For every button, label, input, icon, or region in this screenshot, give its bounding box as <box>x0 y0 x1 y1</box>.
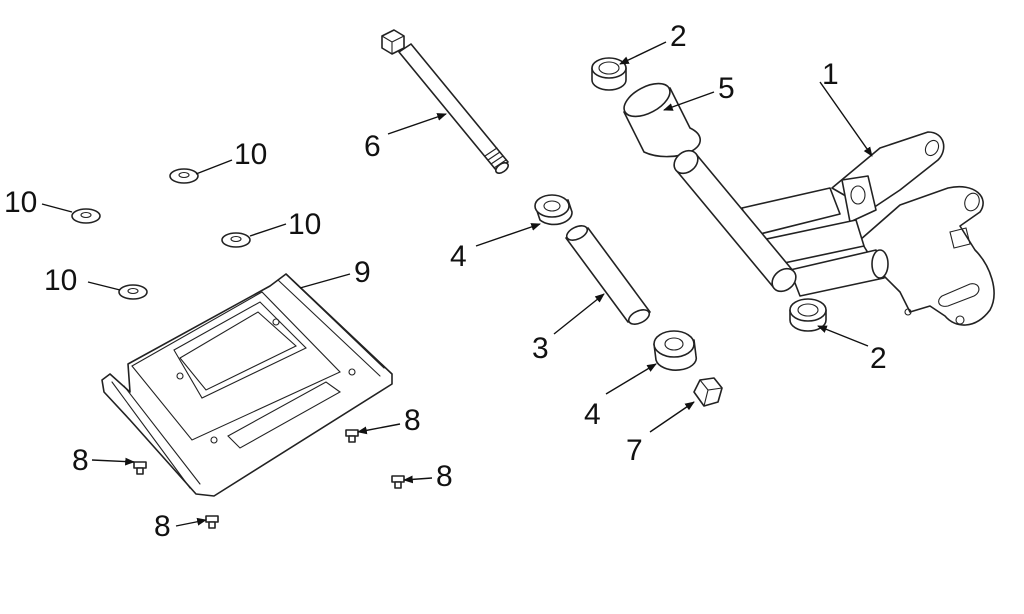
screw-part-8-b <box>345 429 359 443</box>
leader-4b <box>605 363 657 395</box>
screw-part-8-a <box>133 461 147 475</box>
callout-10-d: 10 <box>44 264 77 297</box>
callout-10-a: 10 <box>234 138 267 171</box>
leader-7 <box>649 401 695 433</box>
bolt-part-6 <box>381 29 509 174</box>
screw-part-8-c <box>391 475 405 489</box>
leader-2a <box>619 41 667 65</box>
leader-3 <box>553 293 605 335</box>
callout-1: 1 <box>822 58 839 91</box>
spacer-part-4-lower <box>653 330 698 371</box>
leader-10d <box>87 281 121 291</box>
callout-10-b: 10 <box>4 186 37 219</box>
callout-8-c: 8 <box>436 460 453 493</box>
leader-10c <box>249 223 287 237</box>
callout-8-b: 8 <box>404 404 421 437</box>
screw-part-8-d <box>205 515 219 529</box>
callout-6: 6 <box>364 130 381 163</box>
leader-8a <box>91 457 135 466</box>
callout-10-c: 10 <box>288 208 321 241</box>
skid-plate-part-9 <box>101 273 393 497</box>
callout-4-lower: 4 <box>584 398 601 431</box>
leader-1 <box>819 81 873 157</box>
swing-arm-part-1 <box>673 131 995 326</box>
washer-part-10-a <box>169 168 199 184</box>
leader-8c <box>403 475 433 484</box>
spacer-part-4-upper <box>534 194 573 226</box>
callout-5: 5 <box>718 72 735 105</box>
leader-8b <box>357 423 401 435</box>
sleeve-part-5 <box>623 82 701 158</box>
bushing-part-2-upper <box>591 57 627 91</box>
leader-5 <box>663 91 715 111</box>
pin-part-3 <box>565 225 651 325</box>
nut-part-7 <box>693 377 723 407</box>
callout-8-a: 8 <box>72 444 89 477</box>
callout-3: 3 <box>532 332 549 365</box>
washer-part-10-c <box>221 232 251 248</box>
leader-8d <box>175 517 207 527</box>
leader-lines <box>41 41 873 527</box>
callout-8-d: 8 <box>154 510 171 543</box>
callout-7: 7 <box>626 434 643 467</box>
washer-part-10-d <box>118 284 148 300</box>
leader-6 <box>387 113 447 135</box>
leader-9 <box>299 273 351 289</box>
leader-4a <box>475 223 541 247</box>
callout-4-upper: 4 <box>450 240 467 273</box>
callout-2-lower: 2 <box>870 342 887 375</box>
washer-part-10-b <box>71 208 101 224</box>
leader-10a <box>195 159 233 175</box>
callout-labels: 1 2 2 3 4 4 5 6 7 8 8 8 8 9 10 10 10 10 <box>4 20 887 543</box>
leader-2b <box>817 325 869 347</box>
callout-9: 9 <box>354 256 371 289</box>
callout-2-upper: 2 <box>670 20 687 53</box>
leader-10b <box>41 203 73 213</box>
bushing-part-2-lower <box>789 298 827 332</box>
